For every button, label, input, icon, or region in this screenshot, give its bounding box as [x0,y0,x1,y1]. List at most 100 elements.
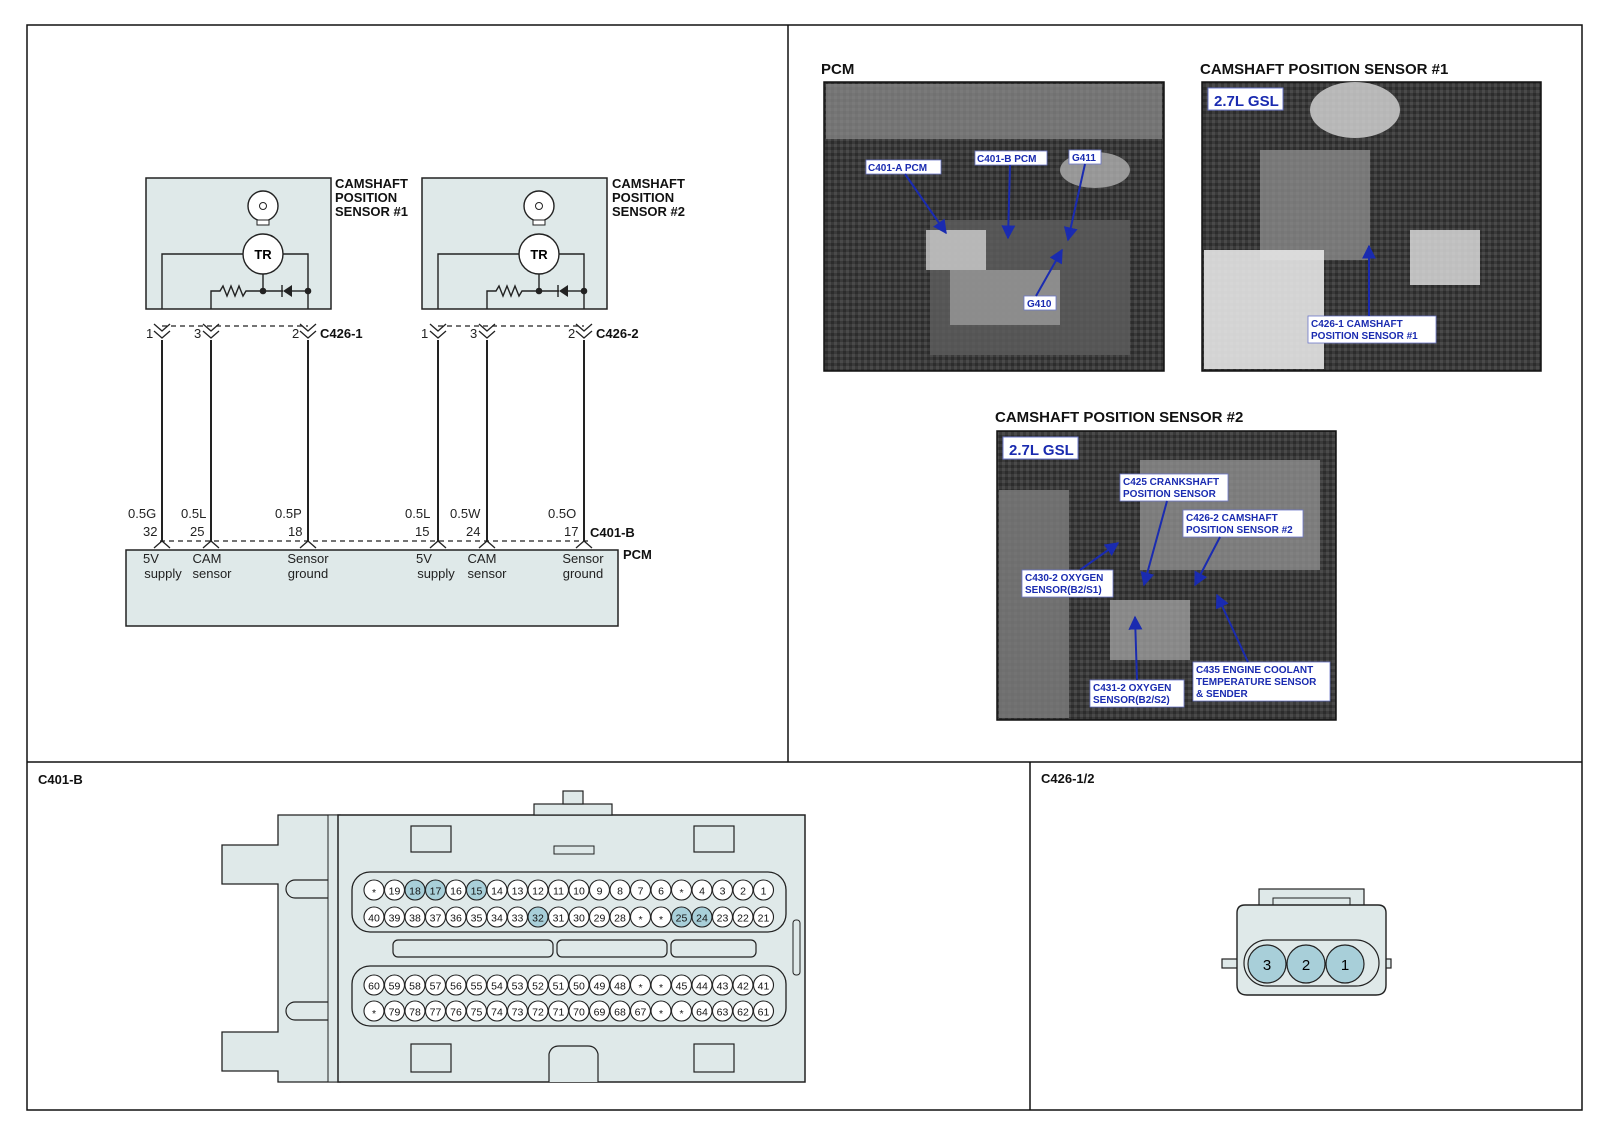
pin-label: 2 [568,326,575,341]
callout-g410: G410 [1027,299,1052,310]
c401b-pin-label: * [638,914,642,926]
sensor1-title-1: CAMSHAFT [335,176,408,191]
engine-badge-cmp2: 2.7L GSL [1009,442,1074,459]
c401b-pin-label: 39 [389,913,401,925]
c401b-pin-label: 1 [761,886,767,898]
callout-c426-1-line2: POSITION SENSOR #1 [1311,331,1418,342]
c401b-pin-label: 18 [409,886,421,898]
c401b-pin-label: 75 [471,1007,483,1019]
c401b-pin-label: 52 [532,981,544,993]
c401b-pin-label: 57 [430,981,442,993]
c401b-pin-label: * [679,1008,683,1020]
c401b-pin-label: 41 [758,981,770,993]
pin-function: CAM [193,551,222,566]
tr-label: TR [254,247,272,262]
pin-label: 1 [421,326,428,341]
c401b-pin-label: 76 [450,1007,462,1019]
c401b-pin [752,974,775,996]
cmp2-photo-panel: CAMSHAFT POSITION SENSOR #2 2.7L GSL C42… [995,409,1337,721]
c401b-pin-label: 29 [594,913,606,925]
c401b-pin-label: 30 [573,913,585,925]
c401b-pin-label: 9 [597,886,603,898]
c401b-pin-label: 58 [409,981,421,993]
wire-color: 0.5G [128,506,156,521]
c401b-pin-label: 12 [532,886,544,898]
c401b-pin-label: 50 [573,981,585,993]
callout-c430-2: C430-2 OXYGEN [1025,573,1103,584]
wire-pin: 25 [190,524,204,539]
c401b-pin-label: 48 [614,981,626,993]
c401b-pin-label: * [372,1008,376,1020]
photo-title-cmp1: CAMSHAFT POSITION SENSOR #1 [1200,61,1448,78]
c401b-pin-label: 38 [409,913,421,925]
pin-function: 5V [143,551,159,566]
pcm-label: PCM [623,547,652,562]
c401b-pin-label: 28 [614,913,626,925]
pin-function: Sensor [562,551,604,566]
c401b-pin-label: 6 [658,886,664,898]
c401b-pin-label: 35 [471,913,483,925]
c401b-pin-label: 3 [720,886,726,898]
c401b-pin-label: 15 [471,886,483,898]
c426-view-title: C426-1/2 [1041,771,1094,786]
c401b-pin-label: 8 [617,886,623,898]
wire-pin: 15 [415,524,429,539]
callout-c401b: C401-B PCM [977,154,1036,165]
wire-pin: 17 [564,524,578,539]
engine-badge-cmp1: 2.7L GSL [1214,93,1279,110]
c401b-pin-label: 78 [409,1007,421,1019]
pin-function: Sensor [287,551,329,566]
c401b-pin-label: * [659,982,663,994]
wire-pin: 18 [288,524,302,539]
wire-color: 0.5P [275,506,302,521]
callout-c426-2: C426-2 CAMSHAFT [1186,513,1278,524]
sensor1-title-2: POSITION [335,190,397,205]
callout-c435: C435 ENGINE COOLANT [1196,665,1313,676]
connector-label-c426-2: C426-2 [596,326,639,341]
pin-function: ground [563,566,603,581]
connector-label-c426-1: C426-1 [320,326,363,341]
c426-pin-label: 2 [1302,957,1310,974]
c401b-pin [752,1000,775,1022]
callout-c426-2: POSITION SENSOR #2 [1186,525,1293,536]
tr-label: TR [530,247,548,262]
c426-pin [1325,944,1365,984]
callout-c431-2: C431-2 OXYGEN [1093,683,1171,694]
c401b-pin-label: 59 [389,981,401,993]
pin-label: 1 [146,326,153,341]
c401b-chevrons [153,540,593,549]
c401b-pin-label: 7 [638,886,644,898]
c401b-pin-label: 32 [532,913,544,925]
sheet-border [26,24,1583,1111]
camshaft-sensor-2: TR CAMSHAFT POSITION SENSOR #2 [421,176,685,310]
callout-c430-2: SENSOR(B2/S1) [1025,585,1102,596]
c401b-pin-label: 19 [389,886,401,898]
pin-label: 3 [470,326,477,341]
pcm-photo-panel: PCM C401-A PCM C401-B PCM G411 G410 [821,61,1165,372]
c401b-pin-label: 61 [758,1007,770,1019]
pin-function: supply [417,566,455,581]
callout-c431-2: SENSOR(B2/S2) [1093,695,1170,706]
wires [161,340,585,542]
c426-pin [1286,944,1326,984]
c401b-pin-label: 34 [491,913,503,925]
c426-connector-view: C426-1/2 3 2 1 [1041,771,1392,996]
c401b-pin-label: 64 [696,1007,708,1019]
cmp1-photo-panel: CAMSHAFT POSITION SENSOR #1 2.7L GSL C42… [1200,61,1542,372]
callout-c425: C425 CRANKSHAFT [1123,477,1219,488]
photo-title-pcm: PCM [821,61,854,78]
c401b-pin-label: 74 [491,1007,503,1019]
c401b-pin-label: 24 [696,913,708,925]
c401b-pin-label: 16 [450,886,462,898]
c401b-pin-label: 37 [430,913,442,925]
wire-color: 0.5L [181,506,206,521]
c401b-pin-label: 11 [553,886,564,898]
c401b-pin-label: 17 [430,886,442,898]
schematic: TR CAMSHAFT POSITION SENSOR #1 TR [125,176,685,627]
c401b-pin-label: * [659,1008,663,1020]
c401b-pin-label: 14 [491,886,503,898]
c401b-pin-label: 45 [676,981,688,993]
c401b-pin-label: 43 [717,981,729,993]
c401b-pin-label: 69 [594,1007,606,1019]
